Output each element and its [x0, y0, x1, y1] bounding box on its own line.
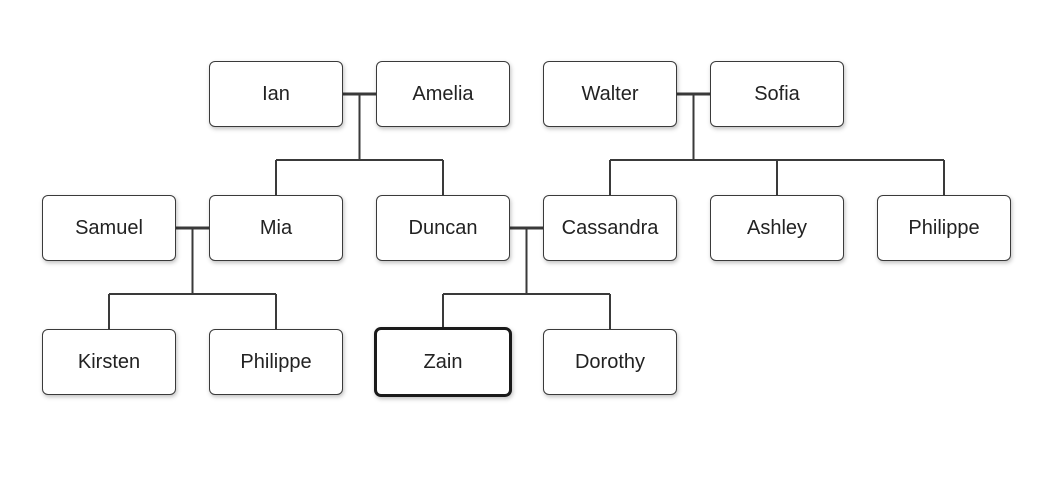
person-name: Kirsten	[77, 350, 141, 373]
person-name: Zain	[423, 350, 463, 373]
person-node-amelia[interactable]: Amelia	[376, 61, 510, 127]
person-node-cassandra[interactable]: Cassandra	[543, 195, 677, 261]
person-name: Sofia	[754, 82, 800, 105]
person-node-zain-selected[interactable]: Zain	[374, 327, 512, 397]
person-node-dorothy[interactable]: Dorothy	[543, 329, 677, 395]
person-node-ian[interactable]: Ian	[209, 61, 343, 127]
person-node-kirsten[interactable]: Kirsten	[42, 329, 176, 395]
person-node-philippe-child[interactable]: Philippe	[209, 329, 343, 395]
person-name: Philippe	[908, 216, 980, 239]
person-name: Amelia	[412, 82, 474, 105]
person-name: Philippe	[240, 350, 312, 373]
person-node-samuel[interactable]: Samuel	[42, 195, 176, 261]
person-node-walter[interactable]: Walter	[543, 61, 677, 127]
person-name: Mia	[259, 216, 293, 239]
person-name: Ian	[262, 82, 290, 105]
person-node-duncan[interactable]: Duncan	[376, 195, 510, 261]
person-name: Ashley	[746, 216, 808, 239]
person-node-ashley[interactable]: Ashley	[710, 195, 844, 261]
person-name: Samuel	[75, 216, 143, 239]
person-node-sofia[interactable]: Sofia	[710, 61, 844, 127]
person-name: Duncan	[408, 216, 478, 239]
person-node-mia[interactable]: Mia	[209, 195, 343, 261]
person-name: Dorothy	[574, 350, 646, 373]
person-name: Walter	[581, 82, 639, 105]
person-name: Cassandra	[561, 216, 659, 239]
person-node-philippe[interactable]: Philippe	[877, 195, 1011, 261]
